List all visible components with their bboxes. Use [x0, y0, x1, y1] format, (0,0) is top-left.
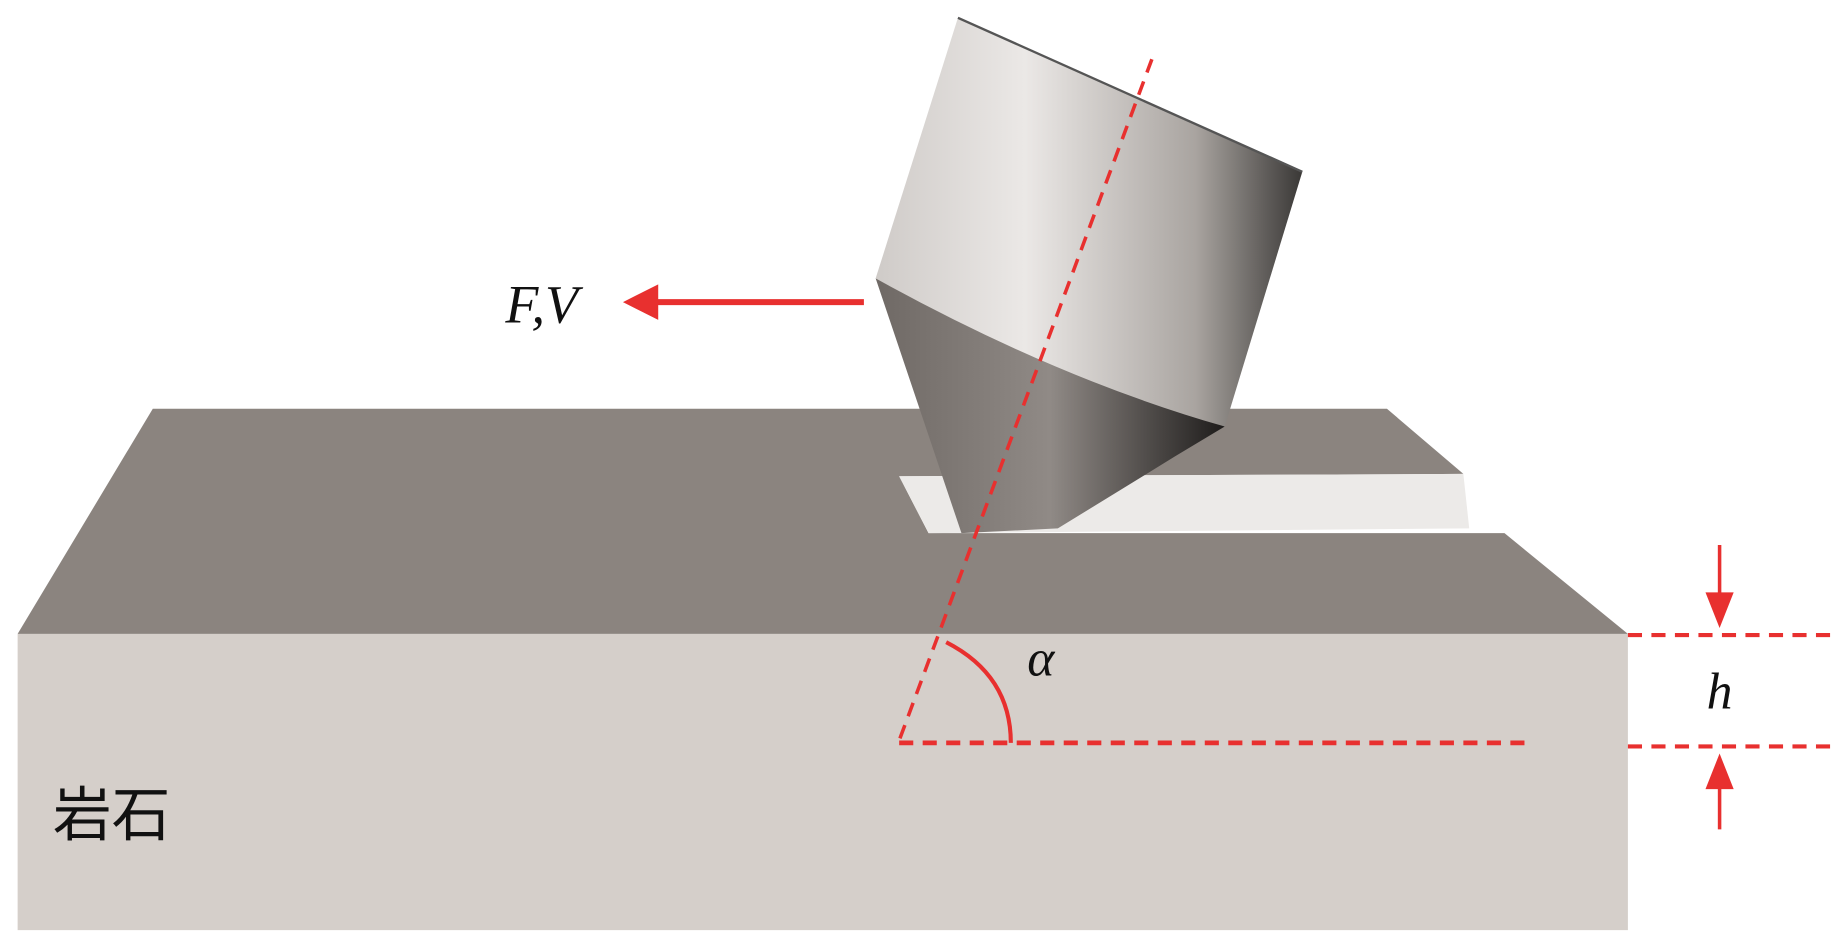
cutter: [875, 16, 1303, 534]
annotations: [652, 58, 1834, 830]
cutter-cone: [875, 278, 1225, 534]
arrow-up-icon: [1705, 753, 1734, 790]
force-velocity-label: F,V: [504, 274, 583, 334]
cutter-axis-line: [897, 58, 1154, 742]
rock-block: [17, 408, 1628, 931]
rock-front-face: [17, 633, 1628, 931]
cylinder-top-edge: [957, 16, 1303, 173]
angle-arc: [945, 640, 1013, 743]
rock-top-face: [17, 408, 1628, 634]
angle-label: α: [1027, 630, 1056, 687]
cutter-cylinder: [875, 17, 1303, 427]
direction-arrow-head-icon: [622, 284, 659, 320]
rock-label: 岩石: [53, 780, 171, 849]
arrow-down-icon: [1705, 592, 1734, 628]
depth-label: h: [1707, 663, 1733, 720]
